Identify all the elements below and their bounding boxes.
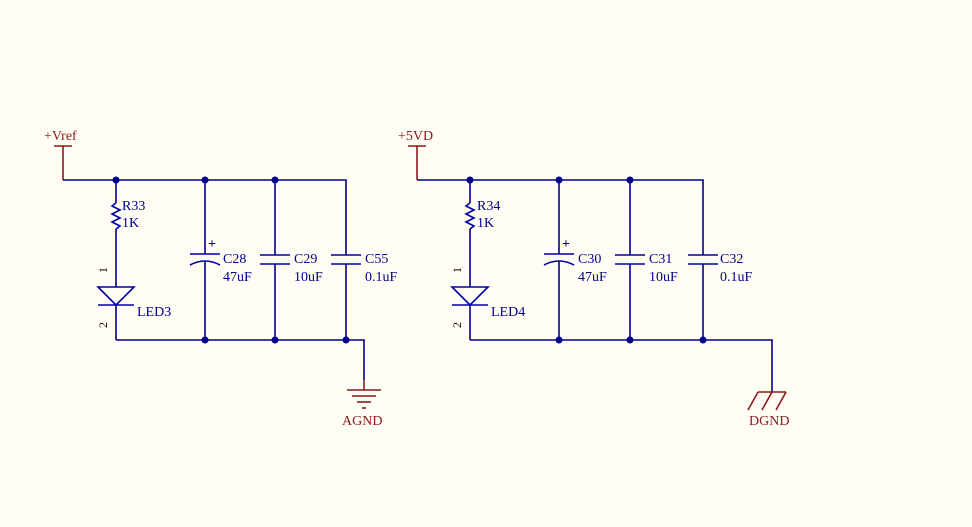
- right-circuit: +5VD R34 1K 1 2 LED4 + C30: [398, 129, 789, 429]
- r33-ref: R33: [122, 199, 145, 214]
- svg-text:+: +: [208, 237, 216, 252]
- svg-text:+: +: [562, 237, 570, 252]
- led3-pin2: 2: [96, 322, 110, 328]
- capacitor-c28: + C28 47uF: [189, 180, 252, 340]
- led3: 1 2 LED3: [96, 267, 171, 340]
- led4: 1 2 LED4: [450, 267, 525, 340]
- capacitor-c29: C29 10uF: [260, 180, 323, 340]
- led4-pin1: 1: [450, 267, 464, 273]
- right-bottom-rail: [470, 339, 773, 392]
- c32-ref: C32: [720, 252, 743, 267]
- left-circuit: +Vref R33 1K 1 2 LED3 +: [44, 129, 398, 429]
- right-top-rail: [417, 179, 704, 250]
- c28-value: 47uF: [223, 270, 252, 285]
- agnd-label: AGND: [342, 414, 382, 429]
- 5vd-power-port: +5VD: [398, 129, 433, 180]
- vref-power-port: +Vref: [44, 129, 77, 180]
- led3-ref: LED3: [137, 305, 171, 320]
- led3-diode-icon: [96, 286, 136, 307]
- capacitor-c32: C32 0.1uF: [688, 250, 753, 340]
- dgnd-ground-icon: DGND: [747, 391, 789, 429]
- resistor-r34: R34 1K: [464, 180, 500, 287]
- left-bottom-rail: [116, 339, 365, 380]
- c30-value: 47uF: [578, 270, 607, 285]
- 5vd-label: +5VD: [398, 129, 433, 144]
- led4-pin2: 2: [450, 322, 464, 328]
- c32-value: 0.1uF: [720, 270, 753, 285]
- resistor-r33: R33 1K: [110, 180, 145, 287]
- c28-ref: C28: [223, 252, 246, 267]
- r34-value: 1K: [477, 216, 494, 231]
- led3-pin1: 1: [96, 267, 110, 273]
- vref-label: +Vref: [44, 129, 77, 144]
- c31-ref: C31: [649, 252, 672, 267]
- led4-ref: LED4: [491, 305, 525, 320]
- c30-ref: C30: [578, 252, 601, 267]
- c55-value: 0.1uF: [365, 270, 398, 285]
- c55-ref: C55: [365, 252, 388, 267]
- agnd-ground-icon: AGND: [342, 380, 382, 429]
- capacitor-c31: C31 10uF: [615, 180, 678, 340]
- r33-value: 1K: [122, 216, 139, 231]
- c29-ref: C29: [294, 252, 317, 267]
- led4-diode-icon: [450, 286, 490, 307]
- c31-value: 10uF: [649, 270, 678, 285]
- r34-ref: R34: [477, 199, 500, 214]
- dgnd-label: DGND: [749, 414, 789, 429]
- left-top-rail: [63, 179, 347, 250]
- c29-value: 10uF: [294, 270, 323, 285]
- capacitor-c55: C55 0.1uF: [331, 250, 398, 340]
- capacitor-c30: + C30 47uF: [543, 180, 607, 340]
